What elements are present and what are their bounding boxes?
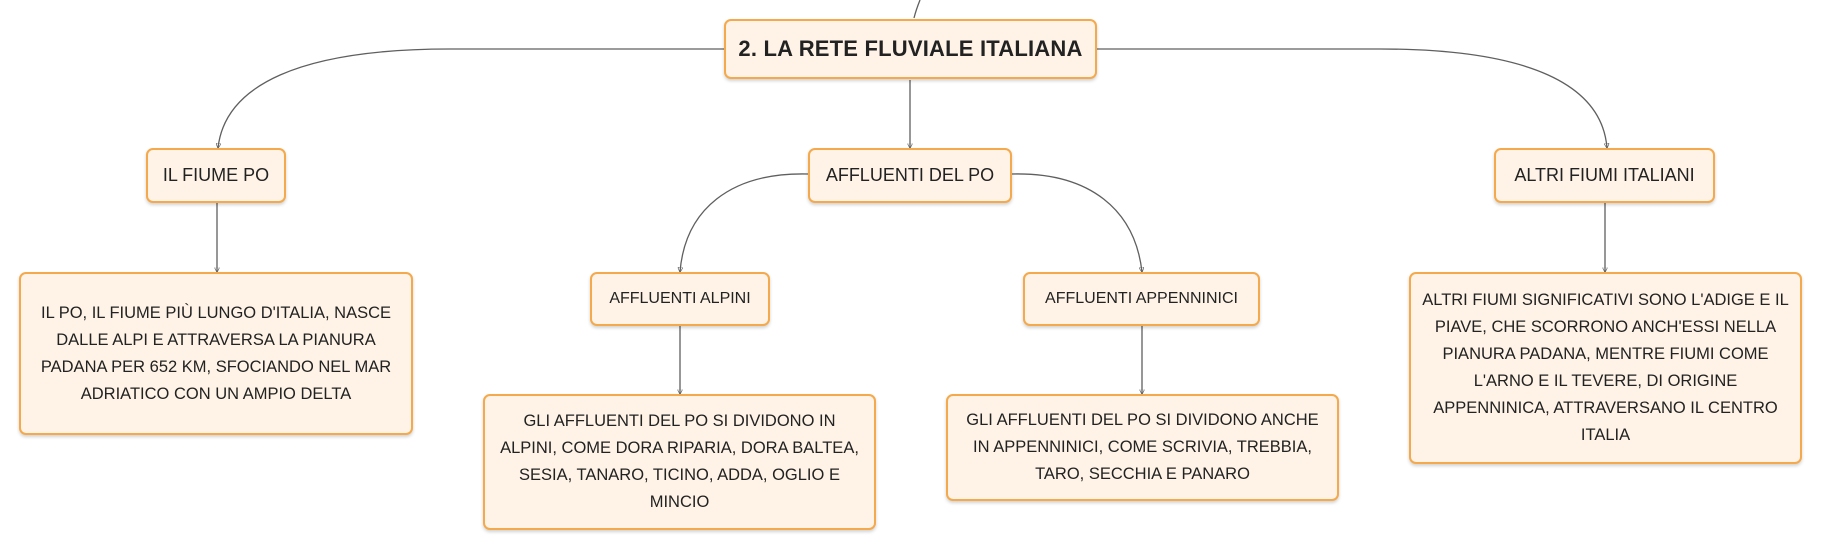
- node-po-description[interactable]: IL PO, IL FIUME PIÙ LUNGO D'ITALIA, NASC…: [19, 272, 413, 435]
- edge-affluenti-to-appenninici: [1011, 173, 1142, 272]
- node-label: AFFLUENTI ALPINI: [609, 290, 751, 307]
- root-node[interactable]: 2. LA RETE FLUVIALE ITALIANA: [724, 19, 1097, 79]
- edge-parent-to-root: [913, 0, 921, 19]
- node-label: IL FIUME PO: [162, 165, 270, 185]
- node-label: AFFLUENTI DEL PO: [825, 165, 995, 185]
- node-il-fiume-po[interactable]: IL FIUME PO: [146, 148, 286, 203]
- description-text: GLI AFFLUENTI DEL PO SI DIVIDONO ANCHE I…: [966, 411, 1319, 483]
- edge-affluenti-to-alpini: [680, 173, 809, 272]
- node-alpini-description[interactable]: GLI AFFLUENTI DEL PO SI DIVIDONO IN ALPI…: [483, 394, 876, 530]
- node-altri-description[interactable]: ALTRI FIUMI SIGNIFICATIVI SONO L'ADIGE E…: [1409, 272, 1802, 464]
- description-text: ALTRI FIUMI SIGNIFICATIVI SONO L'ADIGE E…: [1422, 291, 1789, 444]
- description-text: GLI AFFLUENTI DEL PO SI DIVIDONO IN ALPI…: [500, 412, 859, 511]
- node-altri-fiumi-italiani[interactable]: ALTRI FIUMI ITALIANI: [1494, 148, 1715, 203]
- root-label: 2. LA RETE FLUVIALE ITALIANA: [738, 36, 1083, 61]
- edge-root-to-po: [218, 48, 724, 148]
- description-text: IL PO, IL FIUME PIÙ LUNGO D'ITALIA, NASC…: [40, 303, 392, 403]
- node-affluenti-alpini[interactable]: AFFLUENTI ALPINI: [590, 272, 770, 326]
- edge-root-to-altri: [1097, 48, 1607, 148]
- node-appenninici-description[interactable]: GLI AFFLUENTI DEL PO SI DIVIDONO ANCHE I…: [946, 394, 1339, 501]
- node-label: ALTRI FIUMI ITALIANI: [1514, 165, 1695, 185]
- node-affluenti-appenninici[interactable]: AFFLUENTI APPENNINICI: [1023, 272, 1260, 326]
- node-label: AFFLUENTI APPENNINICI: [1045, 290, 1238, 307]
- node-affluenti-del-po[interactable]: AFFLUENTI DEL PO: [808, 148, 1012, 203]
